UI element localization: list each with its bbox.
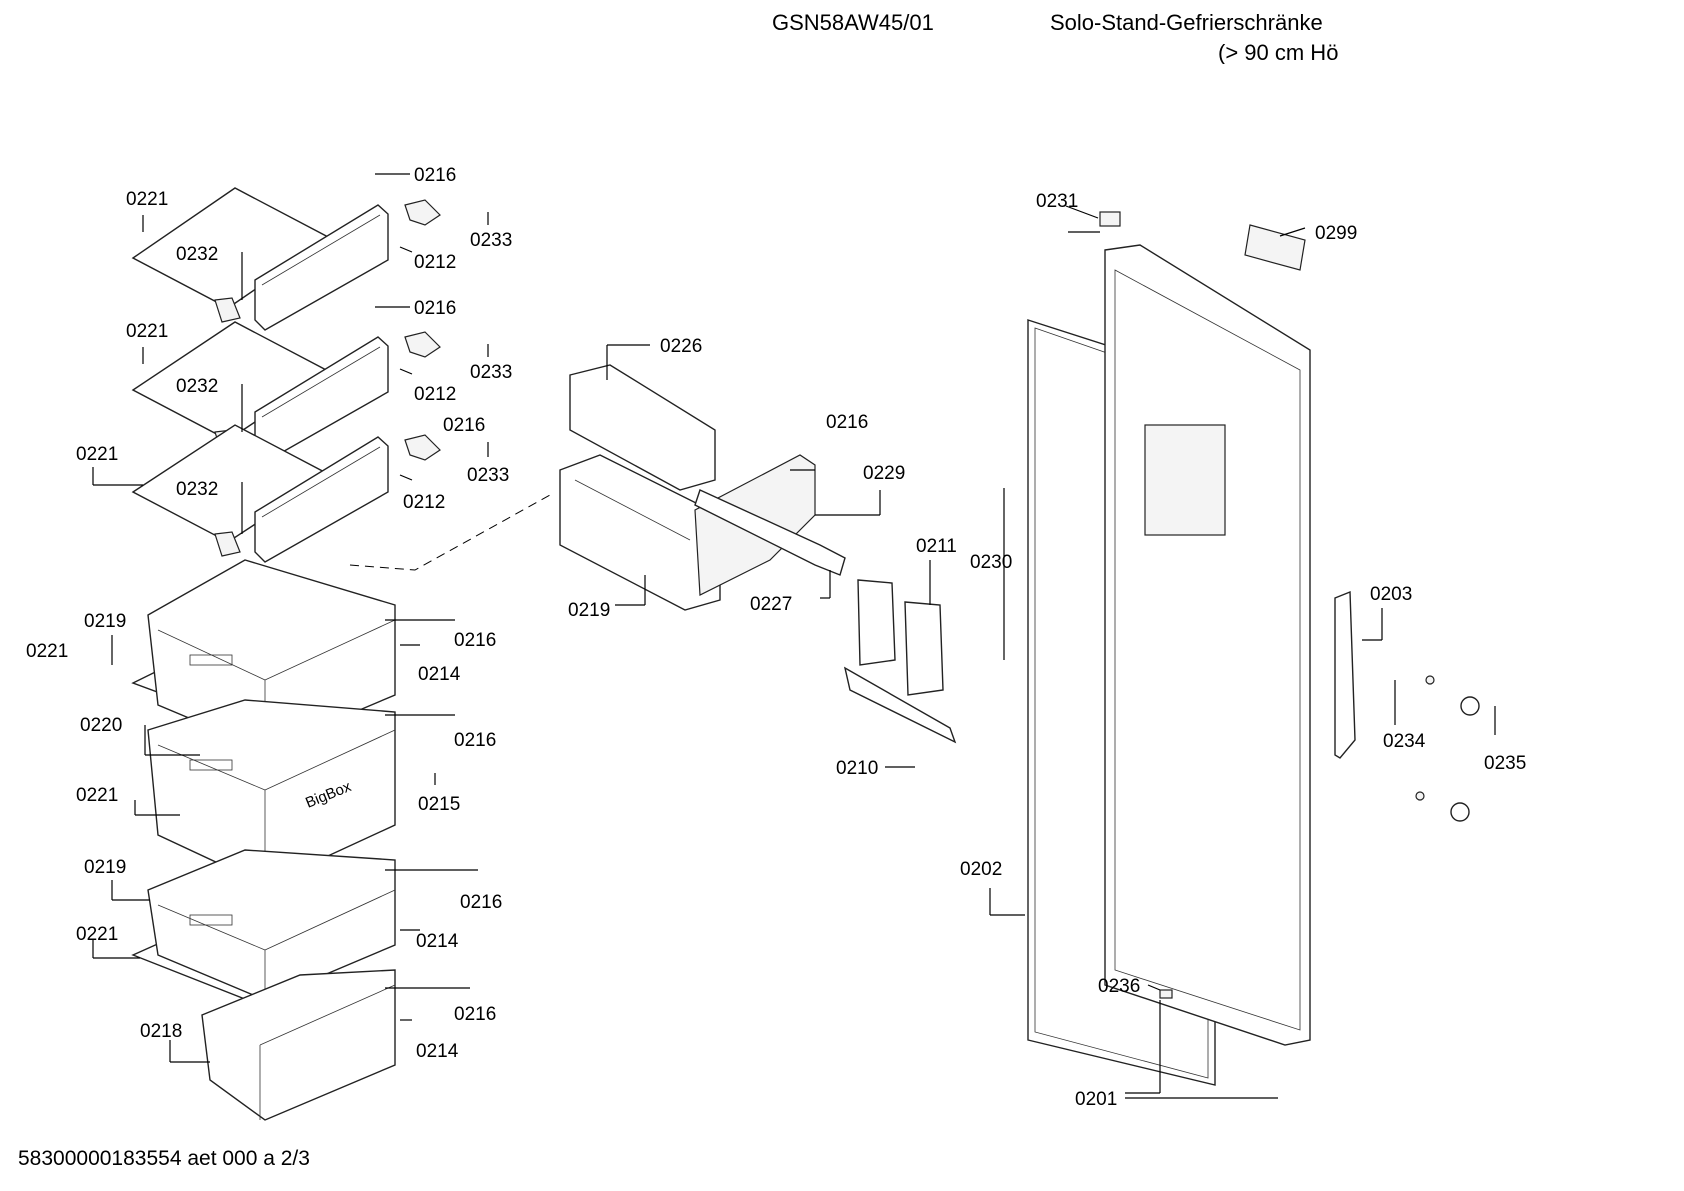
label-0236: 0236 [1098, 976, 1140, 997]
label-0216: 0216 [443, 415, 485, 436]
label-0215: 0215 [418, 794, 460, 815]
label-0216: 0216 [454, 630, 496, 651]
category-subtitle: (> 90 cm Hö [1218, 40, 1339, 64]
label-0210: 0210 [836, 758, 878, 779]
label-0221: 0221 [126, 189, 168, 210]
label-0226: 0226 [660, 336, 702, 357]
shelf-1 [131, 187, 441, 331]
shelf-3 [131, 424, 441, 563]
label-0221: 0221 [26, 641, 68, 662]
label-0219: 0219 [84, 611, 126, 632]
label-0214: 0214 [418, 664, 461, 685]
label-0220: 0220 [80, 715, 122, 736]
label-0221: 0221 [76, 444, 118, 465]
label-0214: 0214 [416, 931, 459, 952]
model-number: GSN58AW45/01 [772, 10, 934, 35]
leader-lines [92, 173, 1496, 1099]
label-0214: 0214 [416, 1041, 459, 1062]
door-handle [1334, 590, 1356, 759]
part-labels: 0216 0221 0232 0233 0212 0216 0221 0232 … [26, 165, 1526, 1110]
label-0232: 0232 [176, 479, 218, 500]
document-reference: 58300000183554 aet 000 a 2/3 [18, 1147, 310, 1170]
label-0212: 0212 [414, 384, 456, 405]
small-parts [1099, 211, 1480, 999]
label-0216: 0216 [454, 730, 496, 751]
label-0231: 0231 [1036, 191, 1078, 212]
label-0232: 0232 [176, 376, 218, 397]
label-0201: 0201 [1075, 1089, 1117, 1110]
label-0230: 0230 [970, 552, 1012, 573]
label-0216: 0216 [414, 298, 456, 319]
drawer-bottom [201, 969, 396, 1121]
label-0219: 0219 [84, 857, 126, 878]
label-0221: 0221 [126, 321, 168, 342]
label-0202: 0202 [960, 859, 1002, 880]
label-0211: 0211 [916, 536, 957, 557]
label-0235: 0235 [1484, 753, 1526, 774]
label-0232: 0232 [176, 244, 218, 265]
label-0221: 0221 [76, 785, 118, 806]
label-0233: 0233 [470, 362, 512, 383]
cold-packs [843, 579, 957, 744]
label-0203: 0203 [1370, 584, 1412, 605]
label-0216: 0216 [454, 1004, 496, 1025]
label-0218: 0218 [140, 1021, 182, 1042]
ice-box-assembly [349, 364, 846, 611]
label-0234: 0234 [1383, 731, 1426, 752]
label-0216: 0216 [460, 892, 502, 913]
label-0229: 0229 [863, 463, 905, 484]
label-0221: 0221 [76, 924, 118, 945]
category-title: Solo-Stand-Gefrierschränke [1050, 10, 1323, 35]
label-0216: 0216 [826, 412, 868, 433]
label-0216: 0216 [414, 165, 456, 186]
label-0219: 0219 [568, 600, 610, 621]
drawer-bigbox: BigBox [147, 699, 396, 886]
door-panel [1104, 244, 1311, 1046]
label-0227: 0227 [750, 594, 792, 615]
label-0212: 0212 [414, 252, 456, 273]
label-0233: 0233 [467, 465, 509, 486]
label-0299: 0299 [1315, 223, 1357, 244]
label-0233: 0233 [470, 230, 512, 251]
label-0212: 0212 [403, 492, 445, 513]
